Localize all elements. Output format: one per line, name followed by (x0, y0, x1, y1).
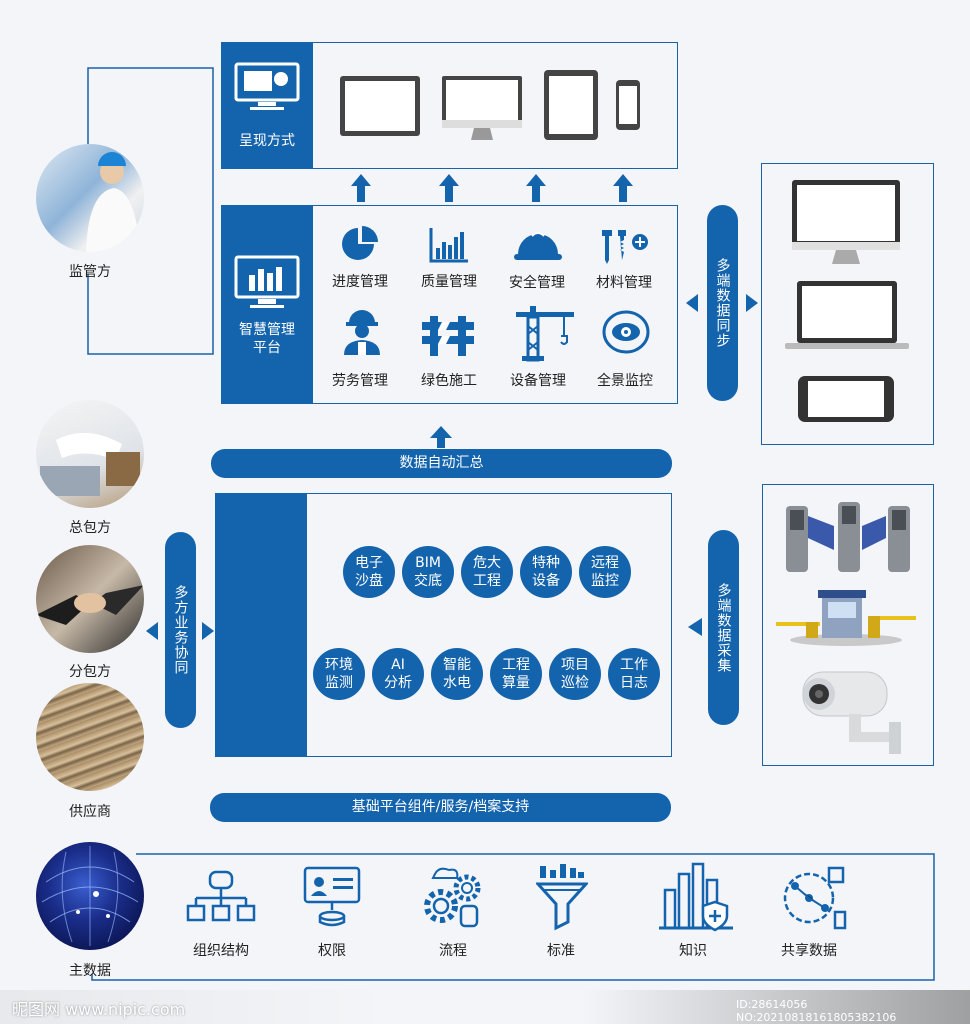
share-data-icon (783, 866, 847, 930)
watermark-right: ID:28614056 NO:20210818161805382106 (736, 998, 897, 1024)
permission-icon (303, 866, 361, 927)
service-bim: BIM 交底 (402, 546, 454, 598)
master-data-label: 主数据 (69, 963, 111, 979)
turnstile-icon (786, 502, 910, 572)
master-data-globe (36, 842, 144, 950)
foundation-pill: 基础平台组件/服务/档案支持 (210, 793, 671, 822)
desktop-device-icon (792, 180, 900, 264)
gate-booth-icon (776, 590, 916, 646)
up-arrows (351, 174, 633, 202)
desktop-icon (442, 76, 522, 140)
tablet-icon (544, 70, 598, 140)
org-chart-icon (186, 870, 256, 922)
master-item-knowledge: 知识 (679, 943, 707, 959)
worker-icon (344, 310, 380, 355)
phone-device-icon (798, 376, 894, 422)
service-hazard: 危大 工程 (461, 546, 513, 598)
helmet-icon (514, 232, 562, 260)
platform-panel: 智慧管理平台 (221, 205, 313, 404)
service-environment: 环境 监测 (313, 648, 365, 700)
watermark-left: 昵图网 www.nipic.com (12, 1000, 186, 1019)
subcontractor-photo (36, 545, 144, 653)
supplier-label: 供应商 (69, 804, 111, 820)
module-label-equipment: 设备管理 (510, 373, 566, 389)
subcontractor-label: 分包方 (69, 664, 111, 680)
platform-label: 智慧管理平台 (239, 322, 295, 356)
service-special-equipment: 特种 设备 (520, 546, 572, 598)
module-label-quality: 质量管理 (421, 274, 477, 290)
monitor-icon (340, 76, 420, 136)
aggregate-pill: 数据自动汇总 (211, 449, 672, 478)
bar-chart-icon (429, 228, 468, 263)
sync-label: 多端数据同步 (714, 258, 731, 348)
display-panel: 呈现方式 (221, 42, 313, 169)
module-label-material: 材料管理 (596, 275, 652, 291)
crane-icon (516, 306, 574, 362)
aggregate-label: 数据自动汇总 (399, 455, 484, 471)
master-connector (91, 853, 935, 981)
master-item-org: 组织结构 (193, 943, 249, 959)
service-worklog: 工作 日志 (608, 648, 660, 700)
collect-arrow (688, 618, 702, 636)
collect-pill: 多端数据采集 (708, 530, 739, 725)
foundation-label: 基础平台组件/服务/档案支持 (351, 799, 530, 815)
collab-pill: 多方业务协同 (165, 532, 196, 728)
supervisor-connector (87, 67, 214, 355)
services-panel (215, 493, 307, 757)
aggregate-arrow (430, 426, 452, 448)
collect-label: 多端数据采集 (715, 582, 732, 673)
collect-devices-frame (762, 484, 934, 766)
service-sandbox: 电子 沙盘 (343, 546, 395, 598)
service-ai: AI 分析 (372, 648, 424, 700)
supervisor-label: 监管方 (69, 264, 111, 280)
cctv-camera-icon (802, 671, 901, 754)
funnel-icon (536, 864, 588, 931)
master-item-share: 共享数据 (781, 943, 837, 959)
pie-chart-icon (342, 226, 378, 260)
watermark-bar (0, 990, 970, 1024)
master-item-permission: 权限 (318, 943, 346, 959)
laptop-device-icon (785, 281, 909, 349)
tools-icon (602, 230, 648, 264)
barrier-icon (422, 316, 474, 356)
service-remote-monitor: 远程 监控 (579, 546, 631, 598)
general-contractor-label: 总包方 (69, 520, 111, 536)
module-label-green: 绿色施工 (421, 373, 477, 389)
general-contractor-photo (36, 400, 144, 508)
display-label: 呈现方式 (239, 133, 295, 149)
service-quantity: 工程 算量 (490, 648, 542, 700)
sync-arrows (686, 294, 758, 312)
supervisor-photo (36, 144, 144, 252)
collab-arrows (146, 622, 214, 640)
sync-devices-frame (761, 163, 934, 445)
module-label-monitor: 全景监控 (597, 373, 653, 389)
master-item-process: 流程 (439, 943, 467, 959)
platform-monitor-icon (234, 255, 300, 308)
module-label-progress: 进度管理 (332, 274, 388, 290)
phone-icon (616, 80, 640, 130)
supplier-photo (36, 683, 144, 791)
module-label-labor: 劳务管理 (332, 373, 388, 389)
service-utilities: 智能 水电 (431, 648, 483, 700)
knowledge-shield-icon (659, 862, 733, 932)
module-label-safety: 安全管理 (509, 275, 565, 291)
camera-icon (602, 310, 650, 354)
display-monitor-icon (234, 62, 300, 110)
collab-label: 多方业务协同 (172, 585, 189, 675)
sync-pill: 多端数据同步 (707, 205, 738, 401)
service-inspection: 项目 巡检 (549, 648, 601, 700)
process-gears-icon (424, 867, 481, 928)
master-item-standard: 标准 (547, 943, 575, 959)
